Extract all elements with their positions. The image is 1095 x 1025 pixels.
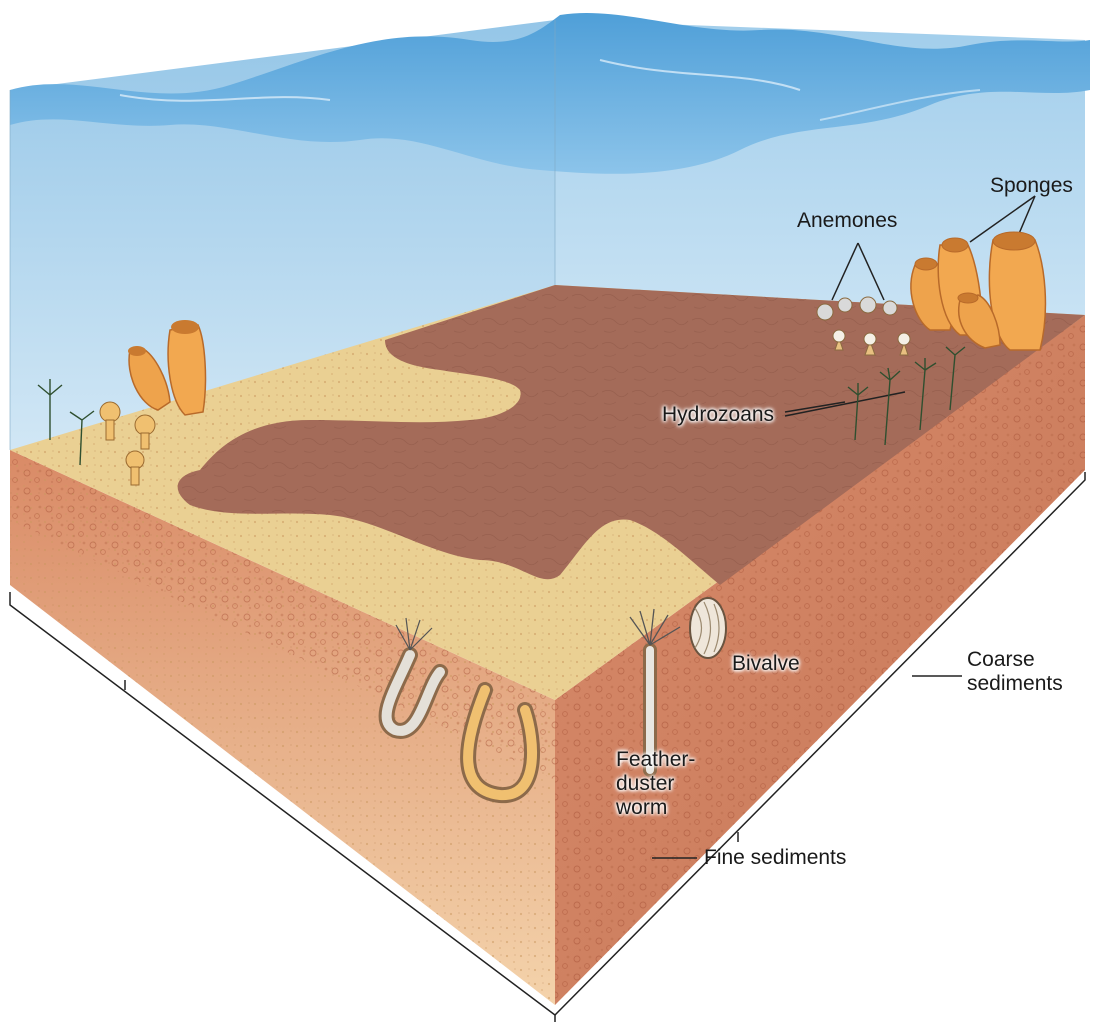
- coarse-sediments-label: Coarse sediments: [967, 648, 1063, 696]
- hydrozoans-label: Hydrozoans: [662, 403, 774, 427]
- feather-label-line2: duster: [616, 772, 695, 796]
- feather-label-line3: worm: [616, 796, 695, 820]
- fine-sediments-label: Fine sediments: [704, 846, 846, 870]
- sponges-label: Sponges: [990, 174, 1073, 198]
- bivalve-label: Bivalve: [732, 652, 800, 676]
- feather-label-line1: Feather-: [616, 748, 695, 772]
- bivalve: [690, 598, 726, 658]
- feather-duster-label: Feather- duster worm: [616, 748, 695, 820]
- coarse-label-line1: Coarse: [967, 648, 1063, 672]
- anemones-label: Anemones: [797, 209, 897, 233]
- coarse-label-line2: sediments: [967, 672, 1063, 696]
